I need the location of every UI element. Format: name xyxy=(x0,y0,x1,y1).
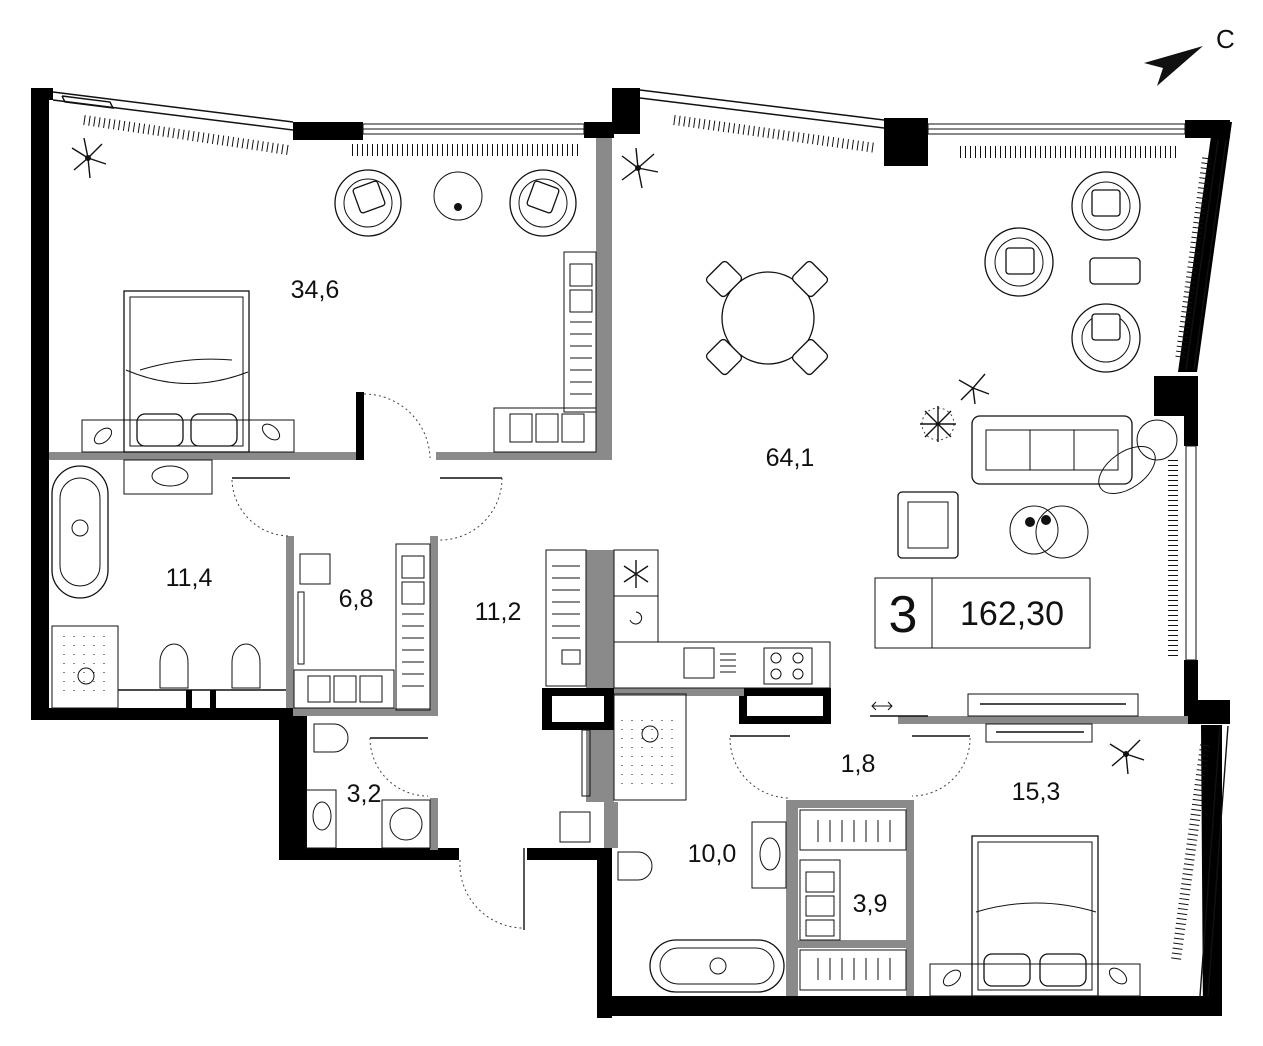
room-area-wc: 3,2 xyxy=(347,780,382,808)
toilet-icon xyxy=(313,723,349,753)
floor-lamp-icon xyxy=(1098,419,1178,495)
apartment-summary: 3 162,30 xyxy=(874,577,1091,649)
cooktop-icon xyxy=(763,647,813,685)
room-area-corridor: 1,8 xyxy=(841,750,876,778)
wc-furniture xyxy=(305,723,431,849)
hall-furniture xyxy=(559,729,591,843)
north-label: С xyxy=(1216,24,1235,54)
living-furniture xyxy=(621,147,1178,743)
plant-icon xyxy=(958,373,990,405)
bidet-icon xyxy=(231,643,261,689)
sofa-icon xyxy=(971,415,1133,485)
room-area-dressing-1: 6,8 xyxy=(339,585,374,613)
toilet-icon xyxy=(159,643,189,689)
armchair-icon xyxy=(897,491,959,559)
rooms-count: 3 xyxy=(889,586,918,644)
armchair-icon xyxy=(509,169,577,237)
sink-icon xyxy=(123,459,213,495)
room-area-hall: 11,2 xyxy=(475,598,522,626)
bathroom-2-furniture xyxy=(613,693,787,993)
bathroom-1-furniture xyxy=(51,459,286,709)
north-arrow-icon xyxy=(1144,46,1203,86)
armchair-icon xyxy=(1071,171,1141,241)
plant-icon xyxy=(1109,739,1145,775)
bed-icon xyxy=(971,835,1099,997)
room-area-dressing-2: 3,9 xyxy=(853,890,888,918)
coffee-table-icon xyxy=(433,171,483,221)
windows xyxy=(52,89,1229,997)
room-area-bathroom-2: 10,0 xyxy=(688,840,737,868)
interior-walls xyxy=(49,138,1188,996)
room-area-bedroom-main: 34,6 xyxy=(291,276,340,304)
total-area: 162,30 xyxy=(960,595,1064,633)
plant-icon xyxy=(71,137,107,179)
room-area-bathroom-1: 11,4 xyxy=(166,564,213,592)
plant-icon xyxy=(920,406,956,442)
tv-unit-icon xyxy=(967,693,1139,717)
bed-icon xyxy=(123,290,250,453)
wardrobe-icon xyxy=(493,251,597,453)
oven-icon xyxy=(613,595,659,643)
exterior-walls xyxy=(31,88,1232,1018)
room-area-living-kitchen: 64,1 xyxy=(766,444,815,472)
radiators xyxy=(83,115,1212,961)
washing-machine-icon xyxy=(381,799,431,849)
sink-icon xyxy=(751,821,787,889)
armchair-icon xyxy=(1071,303,1141,373)
room-area-bedroom-2: 15,3 xyxy=(1012,778,1061,806)
doors xyxy=(231,393,971,930)
ottoman-icon xyxy=(1089,257,1141,285)
bedroom-2-furniture xyxy=(929,739,1145,997)
bathtub-icon xyxy=(649,939,785,993)
sink-icon xyxy=(683,647,715,679)
dressing-2-furniture xyxy=(799,809,907,991)
kitchen-furniture xyxy=(545,549,831,689)
sink-icon xyxy=(305,789,337,849)
armchair-icon xyxy=(984,227,1054,297)
plant-icon xyxy=(621,147,659,189)
shower-icon xyxy=(613,693,687,801)
dining-table-icon xyxy=(705,260,829,376)
dressing-1-furniture xyxy=(293,543,431,711)
toilet-icon xyxy=(617,851,653,881)
bedroom-main-furniture xyxy=(71,137,597,453)
armchair-icon xyxy=(334,169,402,237)
shower-icon xyxy=(51,625,119,709)
bathtub-icon xyxy=(51,465,109,599)
coffee-table-icon xyxy=(1009,505,1089,559)
